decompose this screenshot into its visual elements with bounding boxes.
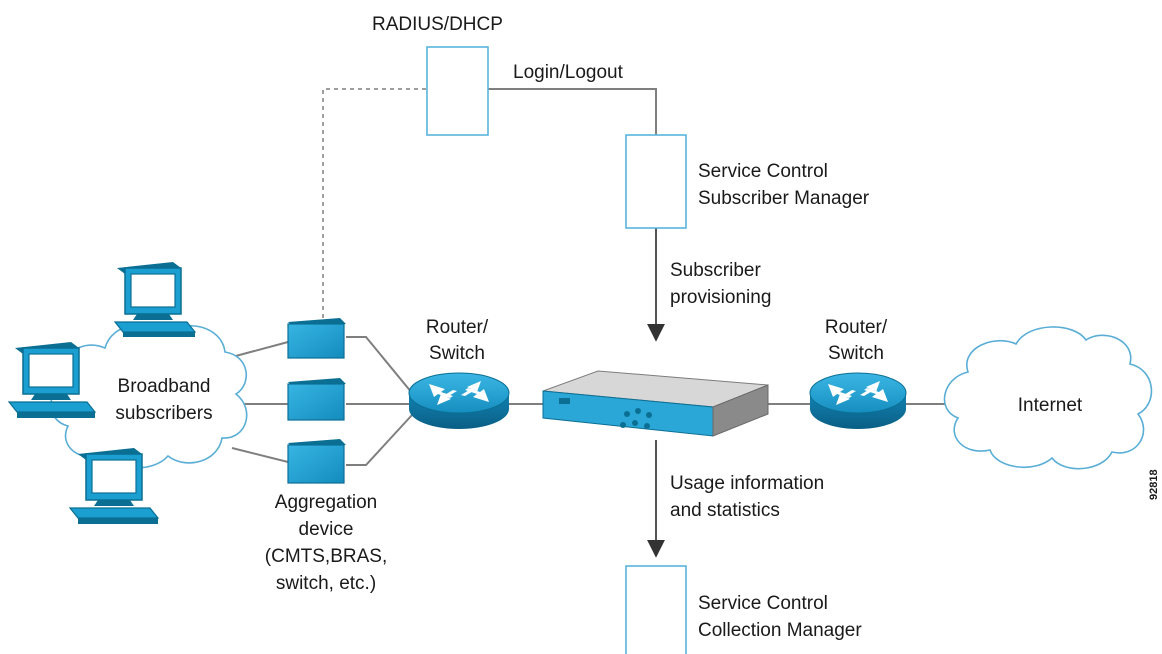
usage-label-line1: Usage information — [670, 473, 824, 494]
sccm-server — [625, 565, 687, 654]
sccm-label-line2: Collection Manager — [698, 620, 862, 641]
sccm-label-line1: Service Control — [698, 593, 828, 614]
link-agg-router-bot — [346, 414, 413, 466]
figure-id: 92818 — [1148, 469, 1160, 500]
router-right-label-line2: Switch — [828, 343, 884, 364]
scsm-label-line1: Service Control — [698, 161, 828, 182]
provisioning-label-line1: Subscriber — [670, 260, 761, 281]
scsm-label-line2: Subscriber Manager — [698, 188, 870, 209]
internet-cloud — [943, 326, 1153, 470]
scsm-server — [625, 134, 687, 229]
subscriber-pc-left-icon — [7, 342, 97, 418]
subscriber-pc-bottom-icon — [68, 448, 160, 524]
link-cloud-agg-top — [231, 341, 289, 358]
aggregation-label-line4: switch, etc.) — [276, 573, 376, 594]
aggregation-device-mid-icon — [287, 378, 346, 421]
aggregation-label-line3: (CMTS,BRAS, — [265, 546, 387, 567]
router-right-label-line1: Router/ — [825, 317, 888, 338]
login-logout-label: Login/Logout — [513, 62, 624, 83]
radius-dashed-link — [322, 88, 427, 318]
link-agg-router-top — [346, 336, 413, 394]
router-left-icon — [408, 372, 510, 429]
broadband-label-line1: Broadband — [118, 376, 211, 397]
broadband-label-line2: subscribers — [115, 403, 212, 424]
connection-lines — [231, 88, 952, 558]
internet-label: Internet — [1018, 395, 1083, 416]
radius-dhcp-server — [426, 46, 489, 136]
router-left-label-line2: Switch — [429, 343, 485, 364]
provisioning-label-line2: provisioning — [670, 287, 771, 308]
aggregation-label-line2: device — [299, 519, 354, 540]
subscriber-pc-top-icon — [113, 262, 197, 337]
aggregation-device-top-icon — [287, 318, 346, 359]
login-logout-link — [488, 88, 657, 135]
router-left-label-line1: Router/ — [426, 317, 489, 338]
usage-label-line2: and statistics — [670, 500, 780, 521]
aggregation-label-line1: Aggregation — [275, 492, 377, 513]
radius-dhcp-label: RADIUS/DHCP — [372, 14, 503, 35]
link-cloud-agg-bot — [231, 447, 289, 463]
aggregation-device-bottom-icon — [287, 439, 346, 484]
service-control-engine-icon — [542, 370, 769, 437]
router-right-icon — [809, 372, 907, 429]
